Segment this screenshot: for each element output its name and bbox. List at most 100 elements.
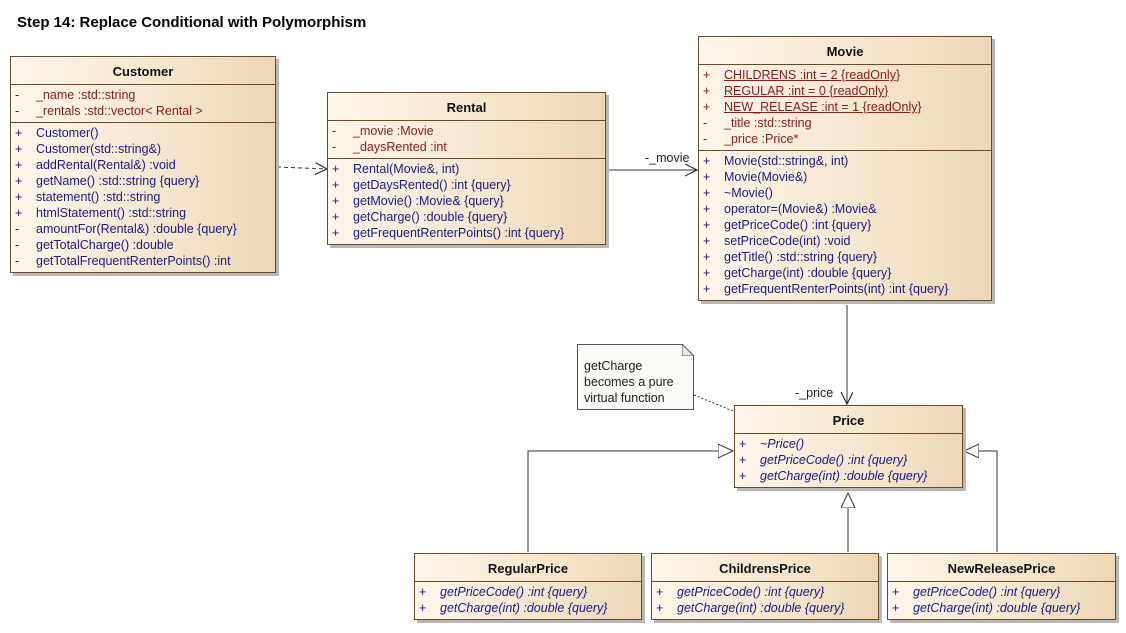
member-signature: getPriceCode() :int {query} [724, 218, 872, 232]
class-customer[interactable]: Customer -_name :std::string-_rentals :s… [10, 56, 276, 273]
operations-compartment: +getPriceCode() :int {query}+ getCharge(i… [888, 582, 1115, 619]
member-signature: Customer(std::string&) [36, 142, 162, 156]
operation-row[interactable]: + Rental(Movie&, int) [328, 161, 605, 177]
operation-row[interactable]: +statement() :std::string [11, 189, 275, 205]
attribute-row[interactable]: -_movie :Movie [328, 123, 605, 139]
visibility-marker: + [332, 178, 340, 192]
diagram-title: Step 14: Replace Conditional with Polymo… [17, 14, 367, 31]
role-label-price: -_price [795, 386, 833, 400]
operation-row[interactable]: -getTotalCharge() :double [11, 237, 275, 253]
operation-row[interactable]: +~Movie() [699, 185, 991, 201]
attribute-row[interactable]: -_price :Price* [699, 131, 991, 147]
operation-row[interactable]: +getPriceCode() :int {query} [652, 584, 878, 600]
operation-row[interactable]: -getTotalFrequentRenterPoints() :int [11, 253, 275, 269]
visibility-marker: + [703, 250, 711, 264]
operation-row[interactable]: -amountFor(Rental&) :double {query} [11, 221, 275, 237]
operation-row[interactable]: + getMovie() :Movie& {query} [328, 193, 605, 209]
visibility-marker: + [332, 194, 340, 208]
operation-row[interactable]: +getCharge() :double {query} [328, 209, 605, 225]
operation-row[interactable]: +getPriceCode() :int {query} [699, 217, 991, 233]
visibility-marker: + [332, 210, 340, 224]
member-signature: getMovie() :Movie& {query} [353, 194, 504, 208]
member-signature: getTotalCharge() :double [36, 238, 174, 252]
operation-row[interactable]: +getName() :std::string {query} [11, 173, 275, 189]
class-newreleaseprice[interactable]: NewReleasePrice +getPriceCode() :int {qu… [887, 553, 1116, 620]
attribute-row[interactable]: -_rentals :std::vector< Rental > [11, 103, 275, 119]
class-name: Rental [328, 93, 605, 121]
operation-row[interactable]: +getFrequentRenterPoints() :int {query} [328, 225, 605, 241]
visibility-marker: + [15, 158, 23, 172]
operation-row[interactable]: +getFrequentRenterPoints(int) :int {quer… [699, 281, 991, 297]
operations-compartment: +getPriceCode() :int {query}+getCharge(i… [652, 582, 878, 619]
operation-row[interactable]: + getDaysRented() :int {query} [328, 177, 605, 193]
operation-row[interactable]: +getCharge(int) :double {query} [415, 600, 641, 616]
visibility-marker: + [15, 190, 23, 204]
operation-row[interactable]: +getCharge(int) :double {query} [652, 600, 878, 616]
visibility-marker: + [15, 206, 23, 220]
member-signature: getDaysRented() :int {query} [353, 178, 511, 192]
member-signature: _title :std::string [724, 116, 812, 130]
class-price[interactable]: Price +~Price()+getPriceCode() :int {que… [734, 405, 963, 488]
visibility-marker: + [703, 234, 711, 248]
member-signature: CHILDRENS :int = 2 {readOnly} [724, 68, 901, 82]
operation-row[interactable]: +getPriceCode() :int {query} [415, 584, 641, 600]
attribute-row[interactable]: -_daysRented :int [328, 139, 605, 155]
class-childrensprice[interactable]: ChildrensPrice +getPriceCode() :int {que… [651, 553, 879, 620]
operation-row[interactable]: + Customer(std::string&) [11, 141, 275, 157]
member-signature: Customer() [36, 126, 99, 140]
visibility-marker: + [739, 469, 747, 483]
member-signature: getCharge(int) :double {query} [677, 601, 845, 615]
visibility-marker: - [15, 254, 20, 268]
operation-row[interactable]: +setPriceCode(int) :void [699, 233, 991, 249]
operation-row[interactable]: +~Price() [735, 436, 962, 452]
visibility-marker: - [15, 88, 20, 102]
operation-row[interactable]: + addRental(Rental&) :void [11, 157, 275, 173]
member-signature: addRental(Rental&) :void [36, 158, 176, 172]
member-signature: operator=(Movie&) :Movie& [724, 202, 877, 216]
member-signature: getPriceCode() :int {query} [760, 453, 908, 467]
operations-compartment: +~Price()+getPriceCode() :int {query}+ge… [735, 434, 962, 487]
operation-row[interactable]: + getCharge(int) :double {query} [735, 468, 962, 484]
visibility-marker: + [332, 226, 340, 240]
class-name: Customer [11, 57, 275, 85]
member-signature: _price :Price* [724, 132, 799, 146]
class-movie[interactable]: Movie + CHILDRENS :int = 2 {readOnly}+REG… [698, 36, 992, 301]
class-rental[interactable]: Rental -_movie :Movie-_daysRented :int +… [327, 92, 606, 245]
attribute-row[interactable]: +NEW_RELEASE :int = 1 {readOnly} [699, 99, 991, 115]
visibility-marker: + [15, 126, 23, 140]
operation-row[interactable]: + Movie(std::string&, int) [699, 153, 991, 169]
attribute-row[interactable]: -_name :std::string [11, 87, 275, 103]
operation-row[interactable]: +htmlStatement() :std::string [11, 205, 275, 221]
visibility-marker: - [703, 116, 708, 130]
visibility-marker: + [703, 68, 711, 82]
operation-row[interactable]: +Movie(Movie&) [699, 169, 991, 185]
attribute-row[interactable]: - _title :std::string [699, 115, 991, 131]
visibility-marker: + [15, 142, 23, 156]
visibility-marker: + [892, 601, 900, 615]
visibility-marker: + [703, 202, 711, 216]
member-signature: getPriceCode() :int {query} [677, 585, 825, 599]
member-signature: Rental(Movie&, int) [353, 162, 460, 176]
operation-row[interactable]: +getCharge(int) :double {query} [699, 265, 991, 281]
visibility-marker: - [332, 140, 337, 154]
operation-row[interactable]: +getPriceCode() :int {query} [735, 452, 962, 468]
attribute-row[interactable]: +REGULAR :int = 0 {readOnly} [699, 83, 991, 99]
visibility-marker: + [703, 282, 711, 296]
class-name: Movie [699, 37, 991, 65]
operation-row[interactable]: + getCharge(int) :double {query} [888, 600, 1115, 616]
class-regularprice[interactable]: RegularPrice +getPriceCode() :int {query… [414, 553, 642, 620]
attributes-compartment: -_movie :Movie-_daysRented :int [328, 121, 605, 158]
visibility-marker: + [332, 162, 340, 176]
operation-row[interactable]: +getTitle() :std::string {query} [699, 249, 991, 265]
member-signature: getCharge(int) :double {query} [760, 469, 928, 483]
member-signature: amountFor(Rental&) :double {query} [36, 222, 237, 236]
generalization-newreleaseprice [964, 451, 998, 552]
attribute-row[interactable]: + CHILDRENS :int = 2 {readOnly} [699, 67, 991, 83]
operation-row[interactable]: + operator=(Movie&) :Movie& [699, 201, 991, 217]
visibility-marker: + [703, 154, 711, 168]
operation-row[interactable]: + Customer() [11, 125, 275, 141]
member-signature: Movie(std::string&, int) [724, 154, 849, 168]
operations-compartment: +Movie(std::string&, int)+Movie(Movie&)+… [699, 150, 991, 300]
operation-row[interactable]: +getPriceCode() :int {query} [888, 584, 1115, 600]
member-signature: getCharge(int) :double {query} [913, 601, 1081, 615]
